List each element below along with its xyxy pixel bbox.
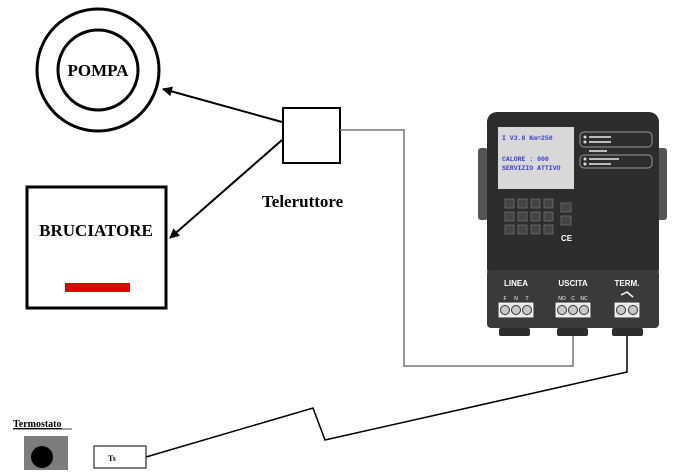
burner-label: BRUCIATORE [39,221,153,240]
pin-label: NO [558,296,566,302]
controller-device: I V3.0 Km=250 CALORE : 000 SERVIZIO ATTI… [478,112,667,336]
sensor-box [93,445,147,469]
lcd-line1: I V3.0 Km=250 [502,135,553,142]
terminal-label-term: TERM. [615,279,640,288]
terminal-block-linea [498,302,534,318]
pin-label: NC [580,296,588,302]
pin-label: C [571,296,575,302]
contactor: Teleruttore [262,107,344,211]
burner-flame-bar [65,283,130,292]
pin-label: T [525,296,528,302]
lcd-line3: SERVIZIO ATTIVO [502,165,561,172]
pin-label: F [503,296,506,302]
pump-arrow [162,86,283,123]
contactor-label: Teleruttore [262,192,344,211]
pump: POMPA [35,7,161,133]
thermostat-title: Termostato [13,419,62,430]
output-wire [340,129,574,367]
terminal-block-uscita [555,302,591,318]
thermostat: Termostato Ts [13,419,147,470]
sensor-label: Ts [108,454,116,463]
ce-mark: CE [561,234,573,243]
burner-arrow [169,139,283,239]
thermostat-wire [145,332,628,458]
terminal-block-term [614,302,640,318]
terminal-label-linea: LINEA [504,279,528,288]
pump-label: POMPA [67,61,129,80]
keypad [504,198,572,235]
lcd-screen [498,127,574,189]
lcd-line2: CALORE : 000 [502,156,549,163]
thermostat-knob [31,446,53,468]
terminal-label-uscita: USCITA [558,279,587,288]
burner: BRUCIATORE [25,185,168,310]
pin-label: N [514,296,518,302]
